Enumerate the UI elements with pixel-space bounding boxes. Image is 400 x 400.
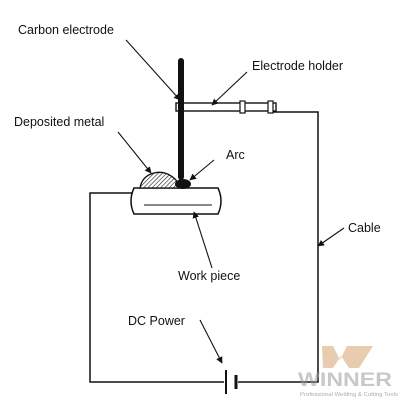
arrow-carbon-electrode bbox=[125, 39, 181, 101]
arrow-deposited-metal bbox=[117, 131, 152, 174]
brand-tagline: Professional Welding & Cutting Tools bbox=[300, 392, 398, 398]
arrow-cable bbox=[317, 227, 345, 247]
arrow-dc-power bbox=[199, 319, 223, 364]
circuit-wires bbox=[89, 111, 319, 383]
label-arc: Arc bbox=[226, 148, 245, 162]
label-work-piece: Work piece bbox=[178, 269, 240, 283]
deposited-metal bbox=[139, 171, 182, 189]
arrow-arc bbox=[189, 159, 215, 181]
carbon-electrode bbox=[178, 58, 184, 180]
label-carbon-electrode: Carbon electrode bbox=[18, 23, 114, 37]
arc-spot bbox=[175, 179, 191, 189]
electrode-holder bbox=[175, 100, 277, 114]
label-deposited-metal: Deposited metal bbox=[14, 115, 104, 129]
brand-logo-icon bbox=[322, 346, 373, 368]
pointer-arrows bbox=[117, 39, 345, 364]
arrow-electrode-holder bbox=[211, 71, 248, 106]
label-cable: Cable bbox=[348, 221, 381, 235]
brand-watermark: WINNER Professional Welding & Cutting To… bbox=[298, 346, 398, 398]
cable-right bbox=[238, 111, 319, 383]
cable-left bbox=[89, 192, 224, 383]
label-electrode-holder: Electrode holder bbox=[252, 59, 343, 73]
brand-name: WINNER bbox=[298, 370, 392, 391]
label-dc-power: DC Power bbox=[128, 314, 185, 328]
arrow-work-piece bbox=[192, 211, 213, 269]
work-piece bbox=[130, 187, 222, 215]
dc-power-source bbox=[225, 370, 238, 394]
